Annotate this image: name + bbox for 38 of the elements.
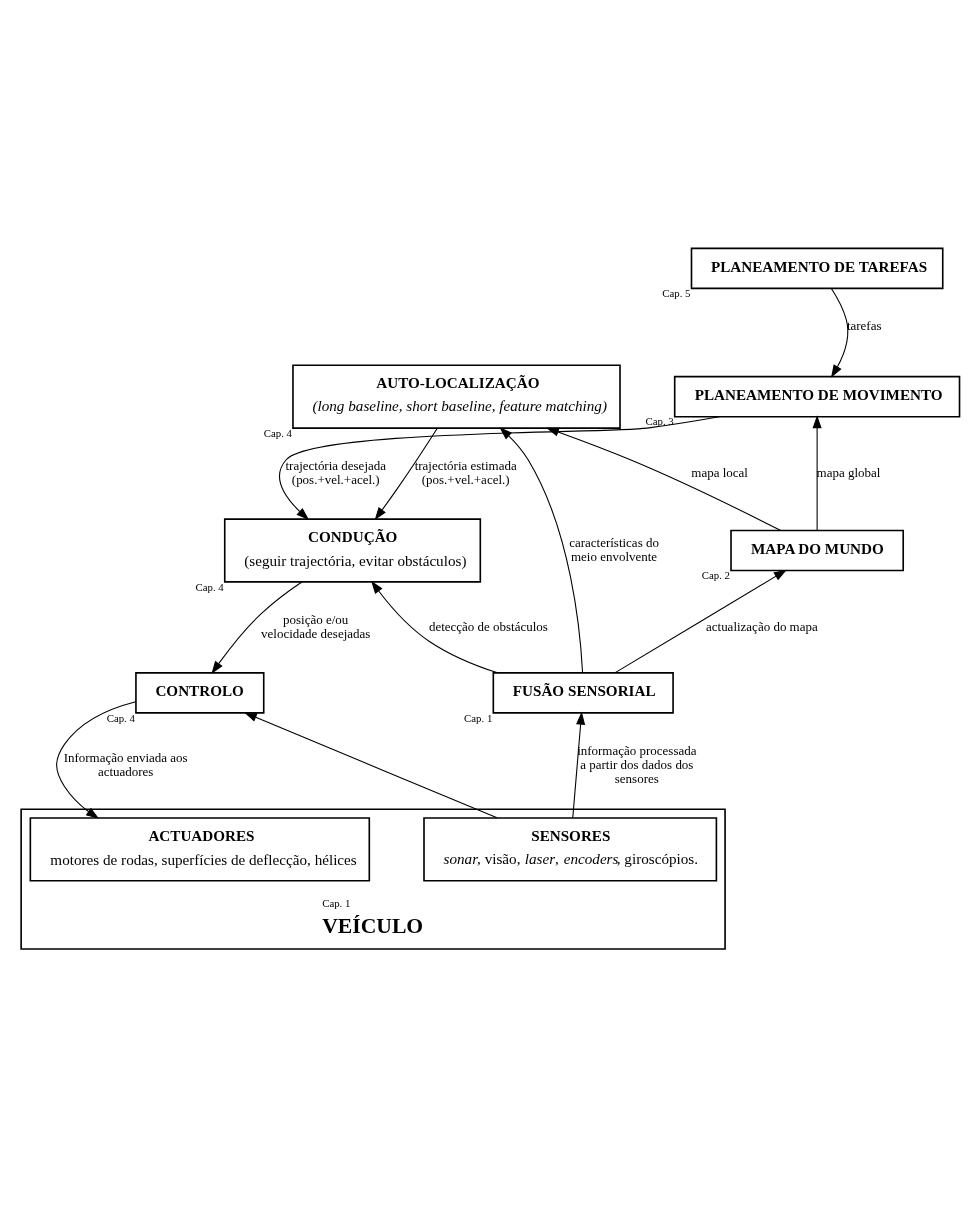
edge-label: tarefas <box>846 317 882 333</box>
arrow <box>243 711 498 818</box>
node-box: AUTO-LOCALIZAÇÃO (long baseline, short baseline, feature matching) <box>292 364 621 429</box>
arrow <box>279 415 720 520</box>
node-label: Cap. 1 <box>322 896 351 909</box>
arrow <box>812 414 822 531</box>
edge-label: Informação enviada aos actuadores <box>63 749 188 779</box>
node-box: CONDUÇÃO (seguir trajectória, evitar obstáculos) <box>223 517 482 583</box>
node-box: CONTROLO <box>135 671 265 714</box>
edge-label: trajectória estimada (pos.+vel.+acel.) <box>414 457 517 487</box>
node-box: FUSÃO SENSORIAL <box>492 671 674 714</box>
edge-label: detecção de obstáculos <box>428 618 548 634</box>
arrow <box>371 580 499 673</box>
node-label: Cap. 3 <box>645 414 674 427</box>
arrow <box>211 580 303 674</box>
arrow <box>56 700 137 819</box>
node-label: Cap. 4 <box>106 711 135 724</box>
arrow <box>374 427 438 520</box>
node-box: PLANEAMENTO DE MOVIMENTO <box>673 375 961 418</box>
edge-label: actualização do mapa <box>706 618 818 634</box>
arrow <box>499 426 584 673</box>
arrow <box>830 287 849 378</box>
edge-label: posição e/ou velocidade desejadas <box>261 611 371 641</box>
node-box: PLANEAMENTO DE TAREFAS <box>690 247 944 289</box>
node-label: Cap. 4 <box>195 580 224 593</box>
node-label: Cap. 1 <box>464 711 493 724</box>
arrow <box>546 427 781 531</box>
edge-label: trajectória desejada (pos.+vel.+acel.) <box>285 457 387 487</box>
node-label: Cap. 4 <box>263 426 292 439</box>
node-label: Cap. 5 <box>662 286 691 299</box>
node-label: Cap. 2 <box>701 568 731 581</box>
edge-label: mapa local <box>691 464 748 480</box>
node-box: MAPA DO MUNDO <box>730 529 904 571</box>
arrow <box>614 569 787 673</box>
arrow <box>572 711 586 818</box>
node-box: ACTUADORES motores de rodas, superfícies de deflecção, hélices <box>29 816 371 882</box>
node-box: SENSORES sonar, visão, laser, encoders, giroscópios. <box>423 816 718 882</box>
edge-label: características do meio envolvente <box>569 534 659 564</box>
